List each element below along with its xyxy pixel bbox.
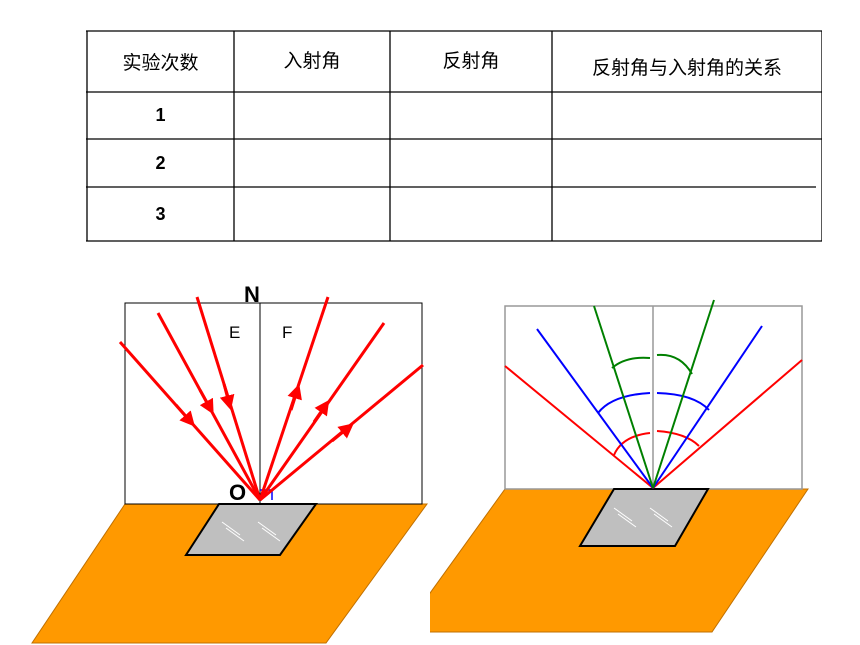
mirror-glare-right: [613, 507, 673, 528]
header-reflection-angle: 反射角: [442, 50, 500, 72]
label-panel-f: F: [282, 323, 292, 342]
experiment-table: 实验次数 入射角 反射角 反射角与入射角的关系 1 2 3: [86, 30, 822, 242]
left-reflection-diagram: N O E F: [31, 282, 428, 644]
header-relationship: 反射角与入射角的关系: [591, 58, 782, 79]
mirror-glare: [221, 521, 281, 542]
ray-pair-blue: [536, 325, 763, 489]
label-normal-n: N: [244, 282, 260, 307]
ray-pair-green: [593, 299, 715, 489]
header-trial: 实验次数: [122, 53, 199, 74]
row-1-trial: 1: [155, 105, 166, 125]
mirror-plate-right: [578, 488, 710, 547]
label-origin-o: O: [229, 480, 246, 505]
right-angle-comparison-diagram: [430, 299, 809, 633]
table-grid: [86, 30, 822, 242]
ray-pair-red: [504, 359, 803, 489]
row-3-trial: 3: [155, 203, 166, 224]
header-incidence-angle: 入射角: [283, 50, 341, 72]
mirror-plate: [184, 503, 318, 556]
label-panel-e: E: [229, 323, 240, 342]
row-2-trial: 2: [155, 152, 166, 173]
reflected-ray-arrows: [287, 383, 354, 443]
incident-ray-arrows: [174, 383, 235, 427]
